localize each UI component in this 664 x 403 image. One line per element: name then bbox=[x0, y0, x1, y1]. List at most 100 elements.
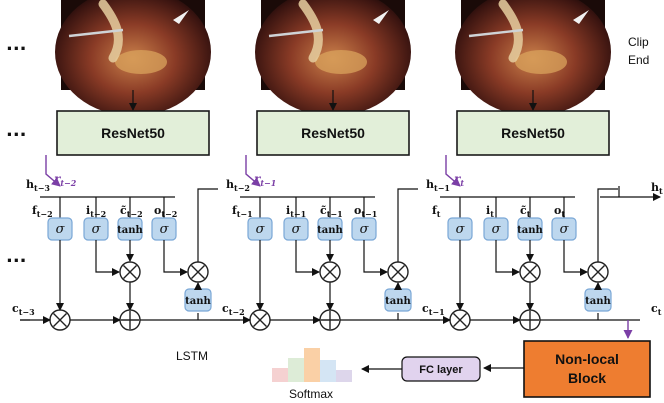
tissue-region bbox=[315, 50, 367, 74]
softmax-bar bbox=[288, 358, 304, 382]
resnet50-box-3 bbox=[456, 110, 610, 156]
feature-label-r: rt bbox=[454, 172, 464, 188]
softmax-label: Softmax bbox=[289, 387, 333, 401]
sigma-symbol: σ bbox=[56, 222, 66, 237]
gate-label-1: it−1 bbox=[286, 204, 306, 219]
times-mark bbox=[391, 265, 405, 279]
plus-mark bbox=[521, 311, 539, 329]
input-gate-path bbox=[95, 240, 120, 276]
cell-output-label: ct bbox=[651, 302, 662, 317]
tissue-region bbox=[515, 50, 567, 74]
multiply-op-icon bbox=[519, 261, 541, 283]
gate-label-2: c̃t−2 bbox=[120, 204, 143, 219]
times-mark bbox=[523, 265, 537, 279]
tanh-symbol: tanh bbox=[185, 296, 211, 307]
hidden-output-path bbox=[197, 188, 218, 262]
ellipsis-2: ... bbox=[6, 120, 27, 141]
plus-mark bbox=[321, 311, 339, 329]
tanh-symbol: tanh bbox=[317, 225, 343, 236]
feature-label-r: rt−1 bbox=[254, 172, 276, 188]
gate-label-0: ft−1 bbox=[232, 204, 253, 219]
gate-label-3: ot bbox=[554, 204, 565, 219]
times-mark bbox=[591, 265, 605, 279]
sigma-symbol: σ bbox=[92, 222, 102, 237]
multiply-op-icon bbox=[249, 309, 271, 331]
gate-label-2: c̃t bbox=[520, 204, 531, 219]
hidden-output-label: ht bbox=[651, 181, 663, 196]
output-gate-path bbox=[163, 240, 188, 276]
gate-label-1: it−2 bbox=[86, 204, 106, 219]
clip-label: Clip bbox=[628, 35, 649, 49]
hidden-input-label: ht−2 bbox=[226, 178, 250, 193]
resnet50-box-1 bbox=[56, 110, 210, 156]
add-op-icon bbox=[119, 309, 141, 331]
gate-label-2: c̃t−1 bbox=[320, 204, 343, 219]
output-gate-path bbox=[563, 240, 588, 276]
video-frame-1 bbox=[55, 0, 211, 116]
input-gate-path bbox=[295, 240, 320, 276]
nonlocal-label-line2: Block bbox=[568, 370, 606, 386]
nonlocal-block bbox=[523, 340, 651, 398]
cell-input-label: ct−3 bbox=[12, 302, 35, 317]
times-mark bbox=[323, 265, 337, 279]
softmax-bar bbox=[336, 370, 352, 382]
resnet50-label: ResNet50 bbox=[301, 125, 365, 141]
feature-label-r: rt−2 bbox=[54, 172, 77, 188]
times-mark bbox=[123, 265, 137, 279]
sigma-symbol: σ bbox=[360, 222, 370, 237]
surgical-instrument-icon bbox=[268, 28, 324, 38]
times-mark bbox=[253, 313, 267, 327]
plus-mark bbox=[121, 311, 139, 329]
video-frame-2 bbox=[255, 0, 411, 116]
times-mark bbox=[453, 313, 467, 327]
ellipsis-1: ... bbox=[6, 34, 27, 55]
sigma-symbol: σ bbox=[456, 222, 466, 237]
tanh-symbol: tanh bbox=[117, 225, 143, 236]
cell-input-label: ct−1 bbox=[422, 302, 445, 317]
softmax-bar bbox=[320, 360, 336, 382]
ellipsis-3: ... bbox=[6, 246, 27, 267]
video-frame-3 bbox=[455, 0, 611, 116]
multiply-op-icon bbox=[449, 309, 471, 331]
tanh-symbol: tanh bbox=[585, 296, 611, 307]
add-op-icon bbox=[519, 309, 541, 331]
multiply-op-icon bbox=[387, 261, 409, 283]
surgical-instrument-icon bbox=[468, 28, 524, 38]
nonlocal-label-line1: Non-local bbox=[555, 351, 619, 367]
resnet-feature-arrow bbox=[45, 155, 61, 187]
fc-layer-label: FC layer bbox=[419, 364, 463, 376]
resnet50-label: ResNet50 bbox=[501, 125, 565, 141]
tanh-symbol: tanh bbox=[385, 296, 411, 307]
gate-label-0: ft−2 bbox=[32, 204, 53, 219]
tanh-symbol: tanh bbox=[517, 225, 543, 236]
resnet-feature-arrow bbox=[445, 155, 461, 187]
output-gate-path bbox=[363, 240, 388, 276]
grasper-tip-icon bbox=[373, 10, 389, 24]
gate-label-0: ft bbox=[432, 204, 441, 219]
gate-label-3: ot−2 bbox=[154, 204, 177, 219]
multiply-op-icon bbox=[319, 261, 341, 283]
lstm-label: LSTM bbox=[176, 349, 208, 363]
input-gate-path bbox=[495, 240, 520, 276]
sigma-symbol: σ bbox=[492, 222, 502, 237]
gate-label-3: ot−1 bbox=[354, 204, 377, 219]
softmax-bar bbox=[304, 348, 320, 382]
grasper-tip-icon bbox=[173, 10, 189, 24]
multiply-op-icon bbox=[187, 261, 209, 283]
sigma-symbol: σ bbox=[256, 222, 266, 237]
multiply-op-icon bbox=[587, 261, 609, 283]
resnet50-label: ResNet50 bbox=[101, 125, 165, 141]
times-mark bbox=[191, 265, 205, 279]
sigma-symbol: σ bbox=[560, 222, 570, 237]
hidden-input-label: ht−1 bbox=[426, 178, 450, 193]
add-op-icon bbox=[319, 309, 341, 331]
end-label: End bbox=[628, 53, 649, 67]
sigma-symbol: σ bbox=[160, 222, 170, 237]
hidden-output-path bbox=[397, 188, 418, 262]
multiply-op-icon bbox=[49, 309, 71, 331]
hidden-input-label: ht−3 bbox=[26, 178, 50, 193]
softmax-bar bbox=[272, 368, 288, 382]
resnet-feature-arrow bbox=[245, 155, 261, 187]
